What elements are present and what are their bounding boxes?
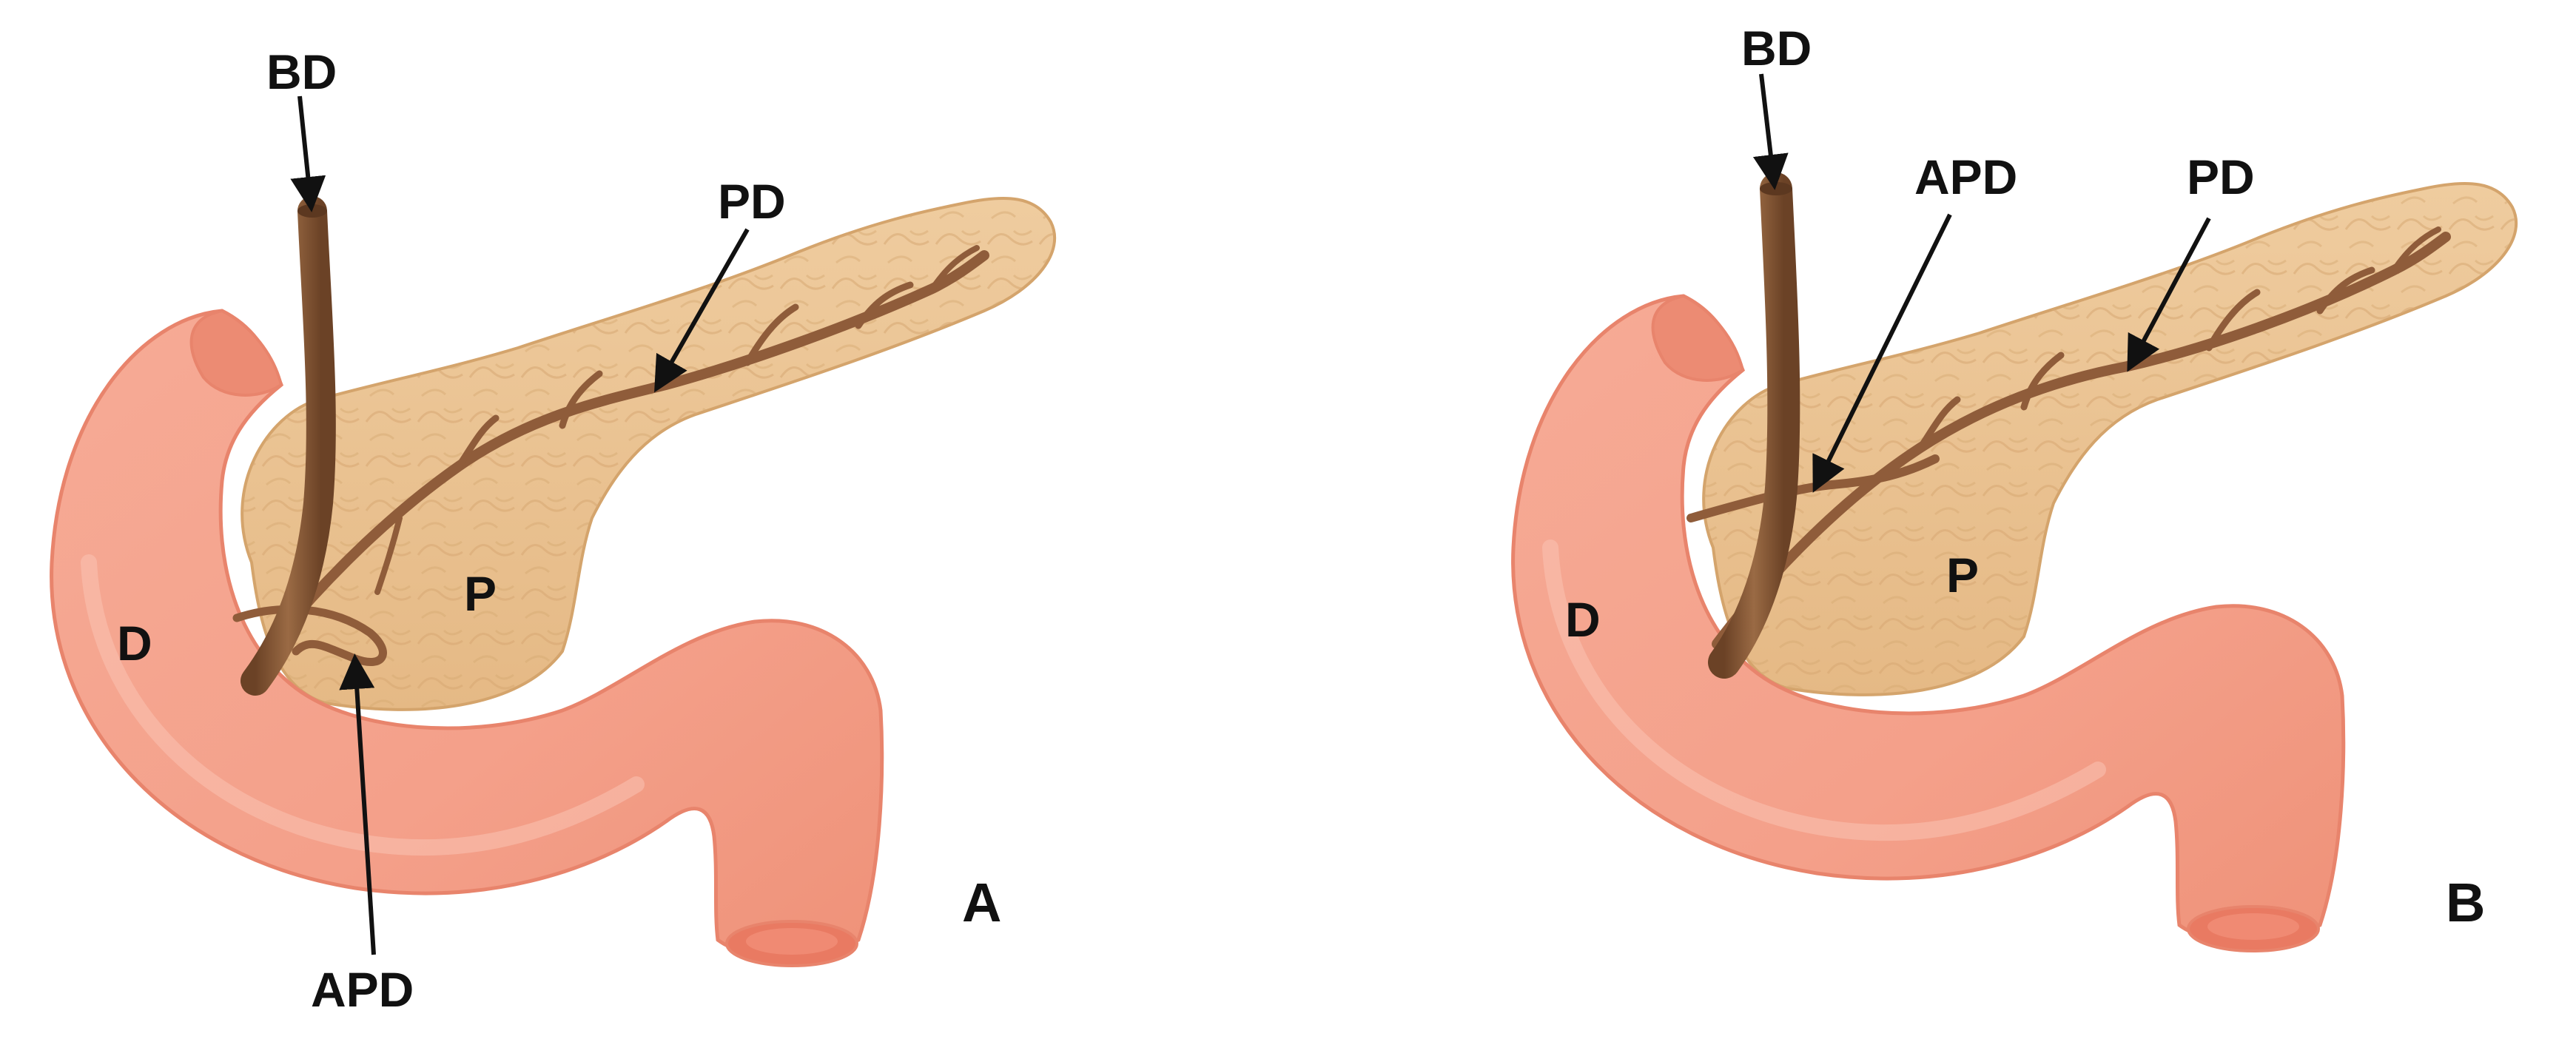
arrow-bd-b xyxy=(1752,73,1789,190)
arrow-pd-a xyxy=(654,228,750,393)
label-apd-a: APD xyxy=(311,962,414,1017)
label-p-b: P xyxy=(1946,548,1979,602)
arrow-apd-a xyxy=(339,653,376,955)
pancreatic-duct-b xyxy=(1712,226,2451,649)
panel-letter-b: B xyxy=(2446,872,2485,933)
label-pd-a: PD xyxy=(718,174,786,229)
panel-letter-a: A xyxy=(962,872,1001,933)
pancreatic-duct-a xyxy=(246,245,989,675)
label-d-a: D xyxy=(117,616,152,670)
pancreas-b xyxy=(1702,181,2518,696)
label-p-a: P xyxy=(464,566,497,621)
label-apd-b: APD xyxy=(1914,149,2017,204)
arrow-pd-b xyxy=(2127,217,2211,372)
label-bd-b: BD xyxy=(1741,21,1812,75)
label-bd-a: BD xyxy=(266,44,337,99)
arrow-apd-b xyxy=(1812,213,1952,493)
panel-b: BD APD PD P D B xyxy=(1513,21,2518,951)
label-d-b: D xyxy=(1565,592,1601,647)
panel-a: BD PD APD P D A xyxy=(52,44,1057,1017)
label-pd-b: PD xyxy=(2187,149,2255,204)
arrow-bd-a xyxy=(290,95,326,212)
